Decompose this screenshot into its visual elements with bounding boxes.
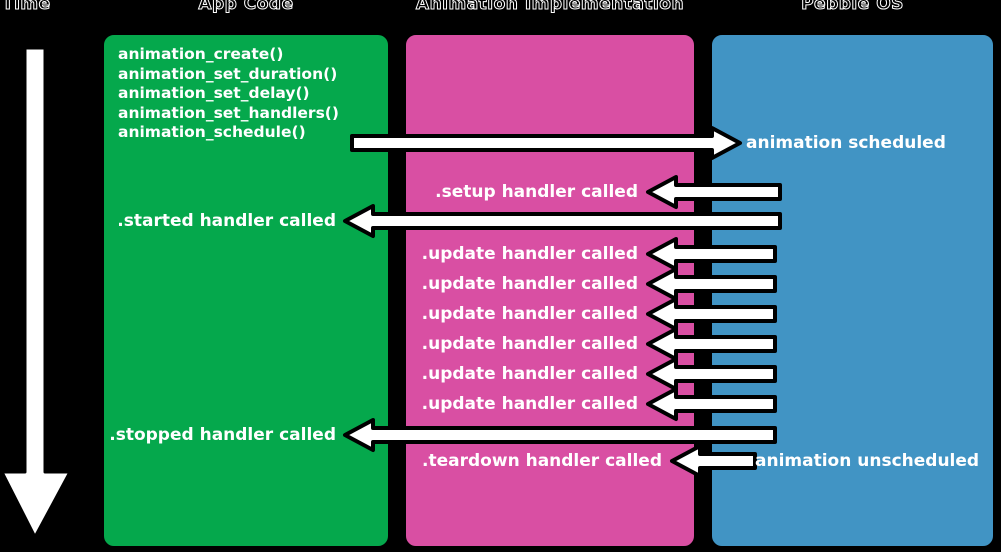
column-header-time: Time [2, 0, 51, 15]
arrow-update-handler [646, 327, 777, 361]
arrow-stopped-handler [343, 418, 777, 452]
arrow-update-handler [646, 297, 777, 331]
arrow-update-handler [646, 237, 777, 271]
message-label-update-handler: .update handler called [421, 244, 638, 264]
message-label-animation-unscheduled: animation unscheduled [755, 451, 980, 471]
arrow-started-handler [343, 204, 782, 238]
arrow-teardown-handler [670, 444, 757, 478]
code-line: animation_schedule() [118, 123, 306, 142]
lane-app-code [102, 33, 390, 548]
message-label-update-handler: .update handler called [421, 394, 638, 414]
code-line: animation_set_handlers() [118, 103, 339, 122]
message-label-teardown-handler: .teardown handler called [422, 451, 662, 471]
message-label-started-handler: .started handler called [117, 211, 336, 231]
arrow-update-handler [646, 357, 777, 391]
app-code-call-list: animation_create() animation_set_duratio… [118, 45, 384, 143]
column-header-animation-implementation: Animation Implementation [415, 0, 685, 15]
message-label-update-handler: .update handler called [421, 274, 638, 294]
message-label-update-handler: .update handler called [421, 364, 638, 384]
lane-animation-implementation [404, 33, 696, 548]
column-header-pebble-os: Pebble OS [801, 0, 904, 15]
message-label-setup-handler: .setup handler called [435, 182, 638, 202]
arrow-update-handler [646, 387, 777, 421]
code-line: animation_set_duration() [118, 64, 338, 83]
message-label-update-handler: .update handler called [421, 304, 638, 324]
message-label-animation-scheduled: animation scheduled [746, 133, 946, 153]
arrow-update-handler [646, 267, 777, 301]
column-header-app-code: App Code [198, 0, 294, 15]
message-label-update-handler: .update handler called [421, 334, 638, 354]
message-label-stopped-handler: .stopped handler called [109, 425, 336, 445]
code-line: animation_set_delay() [118, 84, 310, 103]
code-line: animation_create() [118, 45, 284, 63]
arrow-setup-handler [646, 175, 782, 209]
arrow-animation-scheduled [350, 126, 742, 160]
time-down-arrow-icon [0, 46, 72, 539]
